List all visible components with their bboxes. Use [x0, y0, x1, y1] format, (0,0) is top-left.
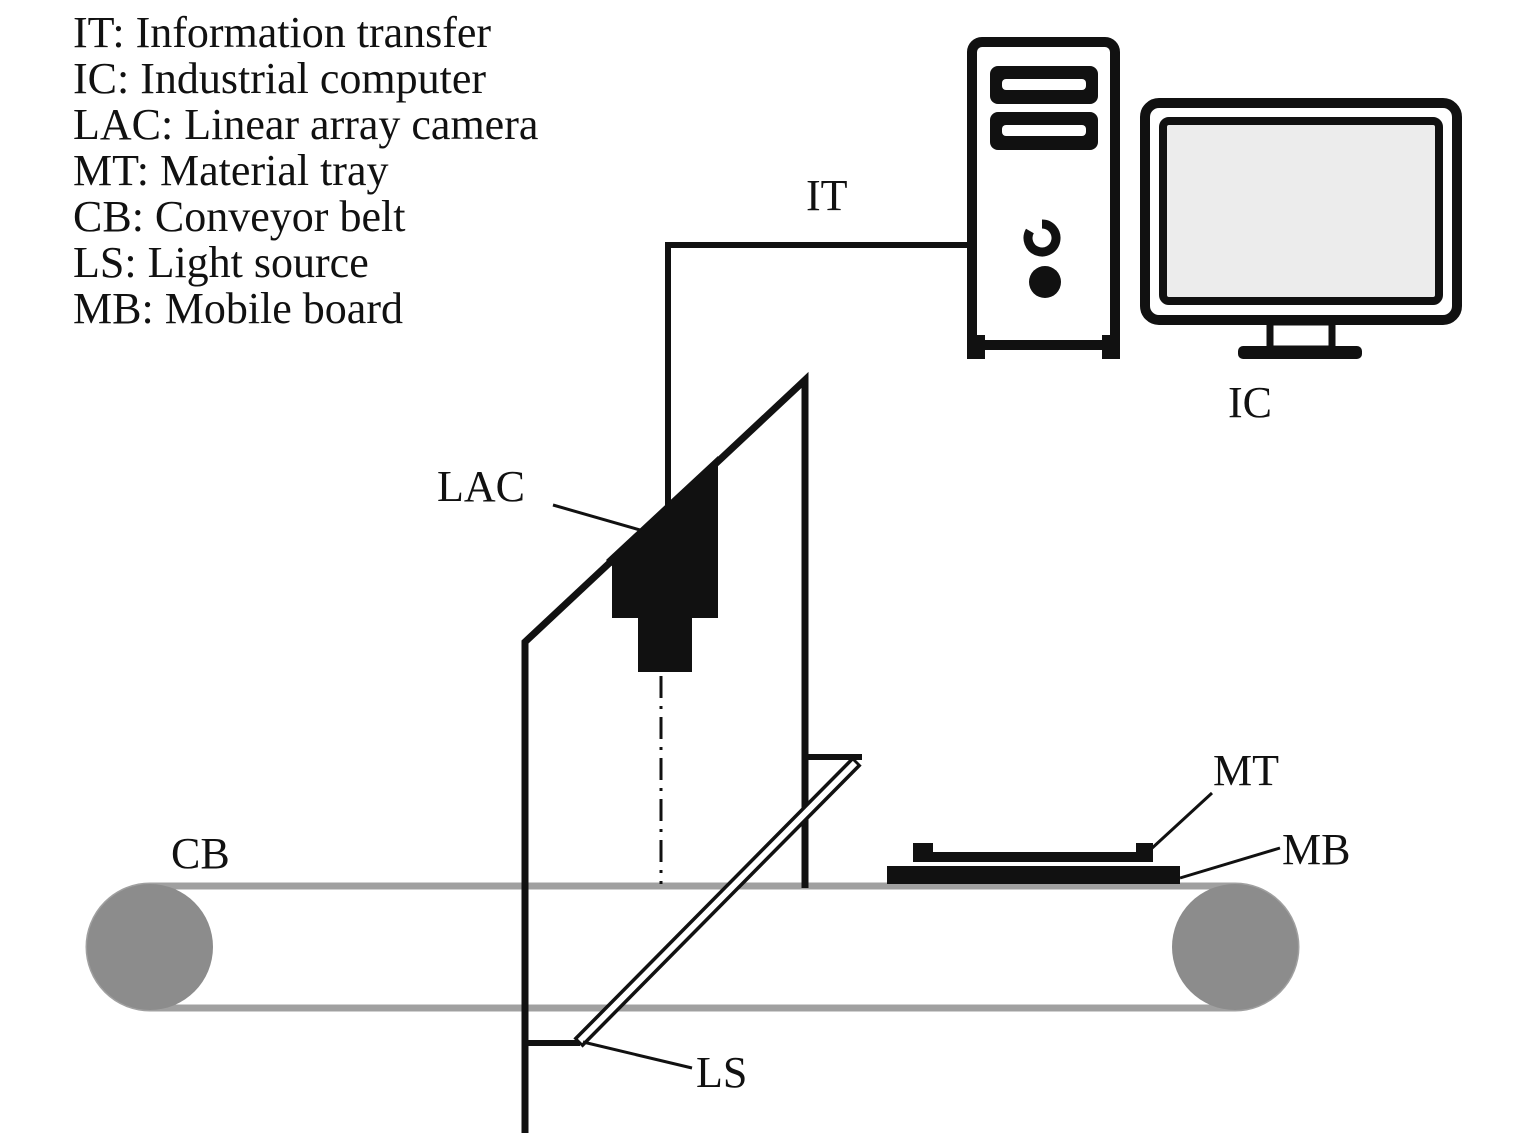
right-roller — [1172, 884, 1298, 1010]
legend: IT: Information transfer IC: Industrial … — [73, 8, 538, 333]
tray-base — [913, 852, 1153, 862]
label-mt: MT — [1213, 746, 1279, 795]
label-mb: MB — [1282, 825, 1350, 874]
conveyor-belt — [85, 882, 1300, 1012]
legend-entry-lac: LAC: Linear array camera — [73, 100, 538, 149]
tray-right-edge — [1136, 843, 1153, 862]
legend-entry-ls: LS: Light source — [73, 238, 369, 287]
mb-leader-line — [1179, 846, 1281, 880]
legend-entry-it: IT: Information transfer — [73, 8, 491, 57]
label-ic: IC — [1228, 378, 1272, 427]
label-lac: LAC — [437, 462, 525, 511]
mobile-board — [887, 866, 1180, 884]
label-ls: LS — [696, 1048, 747, 1097]
drive-bay-2-slot — [1002, 125, 1086, 136]
mt-leader-line — [1148, 791, 1214, 852]
computer-tower — [967, 37, 1120, 359]
belt-loop — [85, 882, 1300, 1012]
linear-array-camera — [606, 456, 718, 672]
computer-monitor — [1140, 98, 1462, 359]
ls-leader-line — [582, 1040, 693, 1070]
information-transfer-cable — [665, 242, 968, 545]
lac-leader-line — [552, 503, 641, 532]
component-labels: IT IC LAC MT MB CB LS — [171, 171, 1350, 1097]
light-source — [525, 754, 862, 1048]
power-button-icon — [1023, 219, 1061, 257]
material-tray — [913, 843, 1153, 862]
leader-lines — [552, 503, 1281, 1070]
drive-bay-1-slot — [1002, 79, 1086, 90]
left-roller — [87, 884, 213, 1010]
reset-button-icon — [1029, 266, 1061, 298]
camera-body — [606, 456, 718, 618]
label-cb: CB — [171, 829, 230, 878]
monitor-neck — [1266, 318, 1336, 353]
legend-entry-mb: MB: Mobile board — [73, 284, 403, 333]
label-it: IT — [806, 171, 848, 220]
tray-left-edge — [913, 843, 933, 862]
legend-entry-mt: MT: Material tray — [73, 146, 388, 195]
tower-right-leg — [1102, 335, 1120, 359]
light-source-bar-inner — [577, 760, 858, 1044]
monitor-base — [1238, 346, 1362, 359]
monitor-screen — [1159, 117, 1443, 305]
tower-left-leg — [967, 335, 985, 359]
legend-entry-ic: IC: Industrial computer — [73, 54, 486, 103]
camera-lens — [638, 617, 692, 672]
legend-entry-cb: CB: Conveyor belt — [73, 192, 405, 241]
